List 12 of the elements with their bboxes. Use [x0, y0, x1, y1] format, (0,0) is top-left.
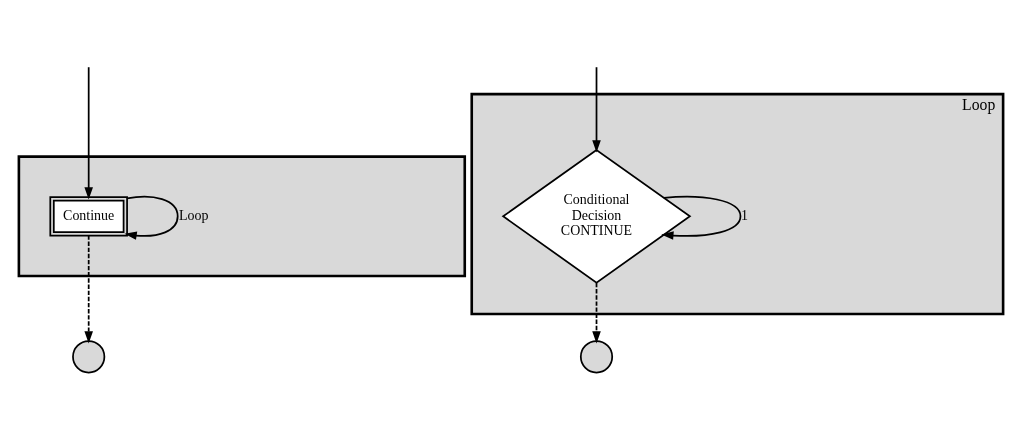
- edge-label: 1: [740, 207, 748, 223]
- arrow: [84, 234, 93, 344]
- node-circle: [72, 340, 106, 374]
- node-diamond: Conditional Decision CONTINUE: [501, 148, 692, 284]
- cluster: [17, 155, 467, 278]
- edge-label: Loop: [179, 207, 209, 223]
- arrow: [592, 66, 601, 153]
- node-circle: [579, 340, 614, 374]
- arrow: [592, 282, 601, 344]
- arrow: [661, 195, 742, 240]
- arrow: [84, 66, 93, 200]
- arrow: [124, 195, 179, 240]
